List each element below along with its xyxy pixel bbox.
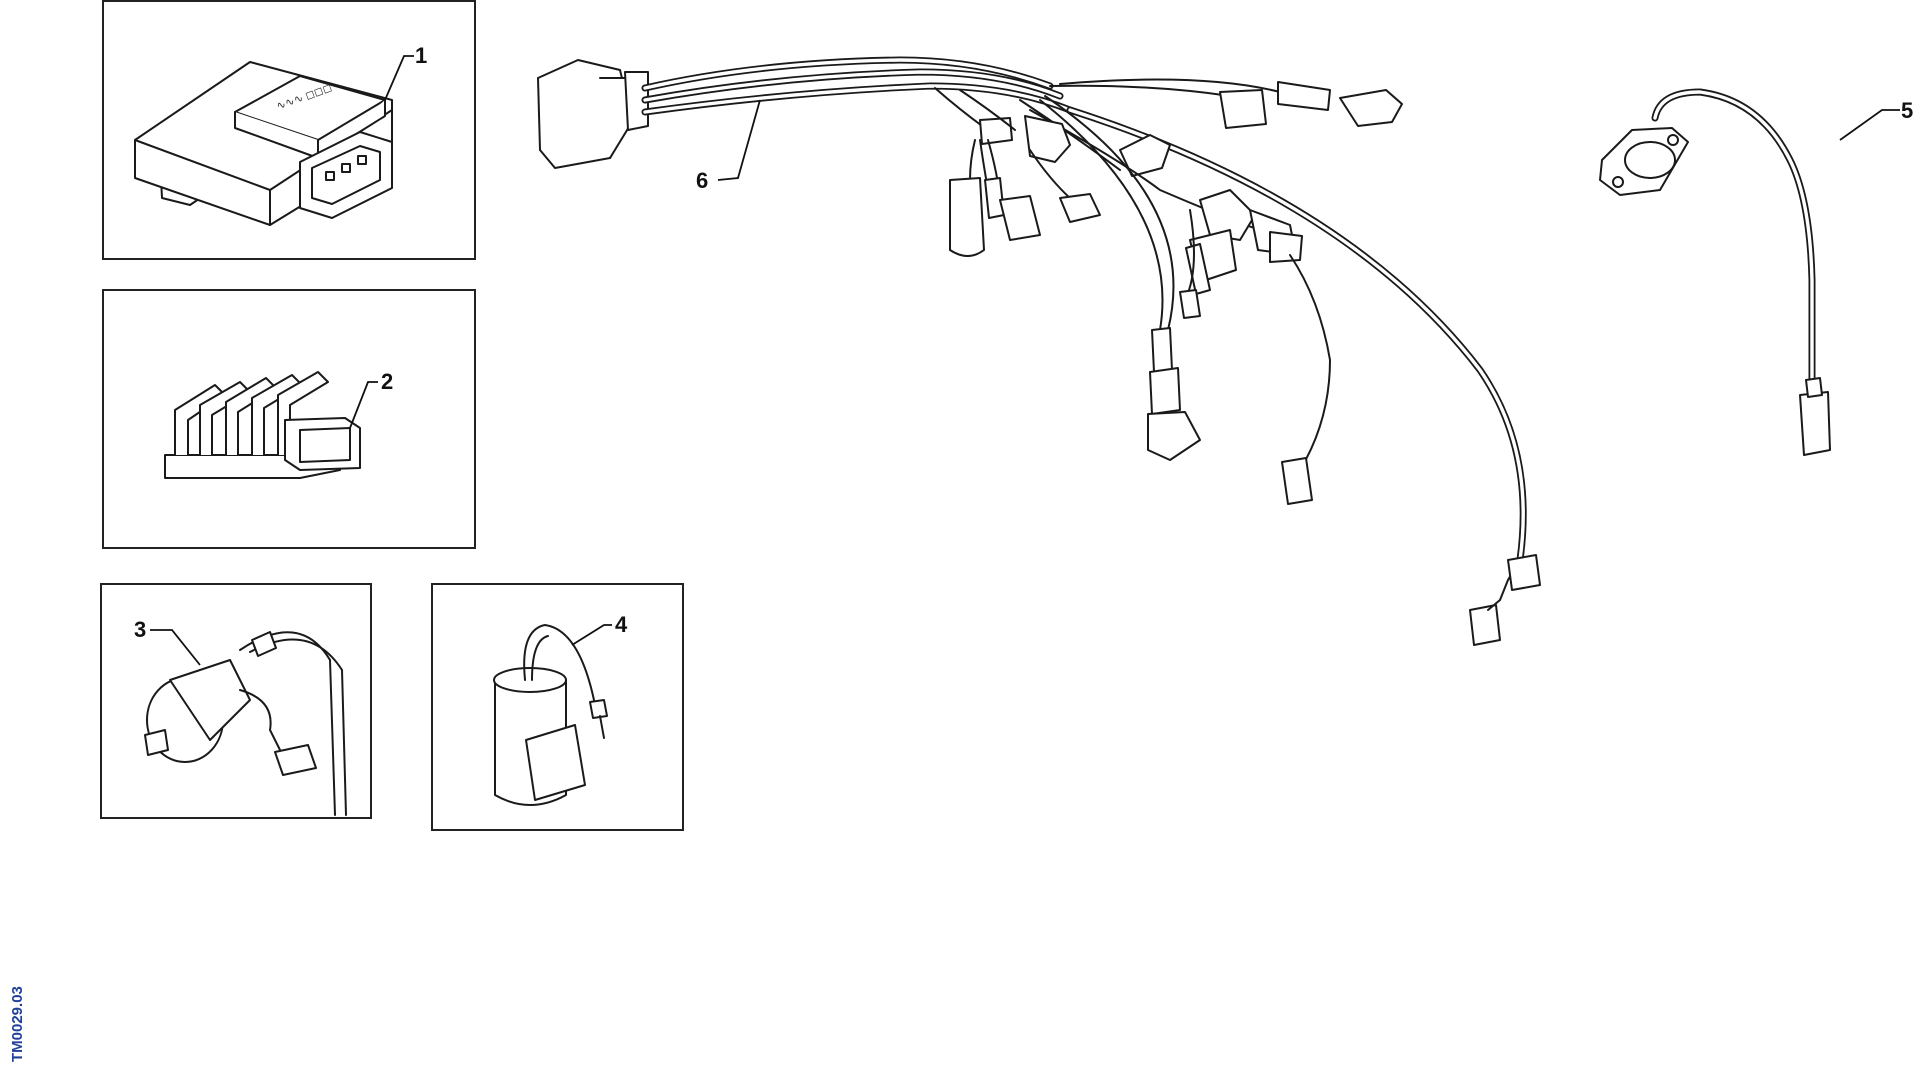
callout-1: 1 — [415, 43, 427, 68]
drawing-code: TM0029.03 — [9, 986, 26, 1062]
leader-3 — [150, 629, 201, 666]
callout-2: 2 — [381, 369, 393, 394]
sensor-drawing — [493, 623, 608, 806]
leader-5 — [1839, 109, 1900, 141]
leader-2 — [349, 381, 378, 429]
panel-regulator: 2 — [102, 289, 476, 549]
callout-4: 4 — [615, 612, 628, 637]
ecu-unit-drawing: ∿∿∿ ◻◻◻ — [134, 61, 393, 226]
callout-5: 5 — [1901, 98, 1913, 123]
leader-4 — [571, 624, 612, 646]
panel-ignition-coil: 3 — [100, 583, 372, 819]
leader-1 — [384, 55, 414, 101]
callout-6: 6 — [696, 168, 708, 193]
callout-3: 3 — [134, 617, 146, 642]
regulator-drawing — [164, 371, 361, 479]
ignition-coil-drawing — [144, 631, 347, 816]
panel-ecu: ∿∿∿ ◻◻◻ 1 — [102, 0, 476, 260]
wiring-harness-part: 6 — [537, 56, 1541, 646]
leader-6 — [717, 99, 761, 181]
pickup-sensor-part: 5 — [1599, 88, 1913, 456]
panel-sensor: 4 — [431, 583, 684, 831]
